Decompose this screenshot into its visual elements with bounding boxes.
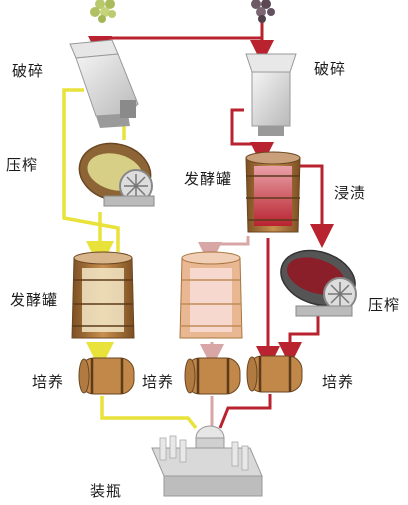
white-crusher-machine	[69, 39, 139, 128]
red-flow-press-to-barrel	[278, 316, 320, 366]
label-aging-right: 培养	[322, 373, 355, 391]
white-grapes-illustration	[90, 0, 116, 23]
bottling-machine	[151, 425, 263, 497]
label-aging-left: 培养	[32, 373, 65, 391]
label-red-press: 压榨	[368, 296, 401, 314]
red-flow-top-connector	[88, 14, 264, 60]
label-white-crush: 破碎	[12, 62, 45, 80]
barrel-middle	[184, 357, 241, 395]
red-flow-fermenter-to-press	[298, 164, 334, 248]
white-flow-barrel-to-bottling	[100, 396, 198, 430]
rose-flow-to-fermenter	[198, 236, 250, 266]
label-white-press: 压榨	[6, 156, 39, 174]
barrel-right	[246, 355, 303, 393]
label-bottling: 装瓶	[90, 482, 123, 500]
red-flow-barrel-to-bottling	[218, 394, 272, 429]
label-red-crush: 破碎	[314, 60, 347, 78]
rose-fermentation-tank	[179, 251, 243, 339]
label-red-ferment-tank: 发酵罐	[184, 170, 233, 188]
red-grapes-illustration	[251, 0, 275, 23]
label-white-ferment-tank: 发酵罐	[10, 291, 59, 309]
white-flow-crusher-to-fermenter	[62, 88, 120, 252]
label-aging-middle: 培养	[142, 373, 175, 391]
white-fermentation-tank	[71, 251, 135, 339]
barrel-left	[78, 357, 135, 395]
red-crusher-machine	[245, 53, 297, 136]
red-flow-crusher-to-fermenter	[230, 108, 274, 166]
red-fermentation-tank	[245, 151, 301, 233]
label-maceration: 浸渍	[334, 184, 367, 202]
white-press-machine	[78, 142, 155, 207]
red-press-machine	[280, 249, 357, 317]
